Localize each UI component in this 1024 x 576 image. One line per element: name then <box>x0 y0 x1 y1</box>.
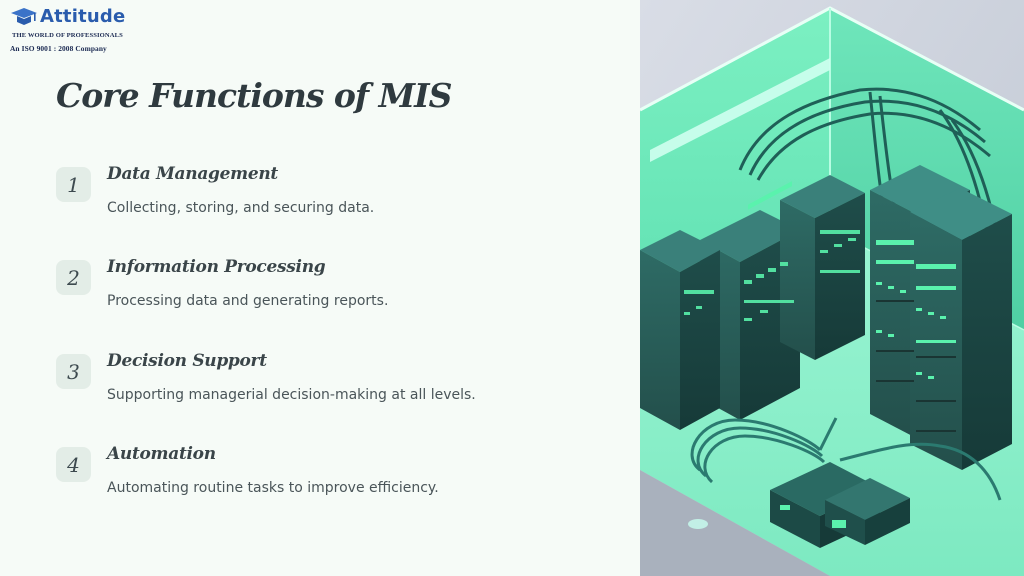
item-title: Data Management <box>107 164 278 184</box>
item-description: Collecting, storing, and securing data. <box>107 200 375 216</box>
item-description: Automating routine tasks to improve effi… <box>107 480 439 496</box>
server-room-icon <box>640 0 1024 576</box>
content-panel: Attitude The World Of Professionals An I… <box>10 6 616 514</box>
item-title: Information Processing <box>107 257 326 277</box>
logo-iso: An ISO 9001 : 2008 Company <box>10 44 107 53</box>
item-description: Supporting managerial decision-making at… <box>107 387 476 403</box>
function-item-4: 4 Automation Automating routine tasks to… <box>56 444 616 514</box>
function-item-1: 1 Data Management Collecting, storing, a… <box>56 164 616 234</box>
server-room-illustration <box>640 0 1024 576</box>
number-badge: 4 <box>56 447 91 482</box>
logo-name: Attitude <box>40 6 126 27</box>
graduation-cap-icon <box>11 8 37 25</box>
item-title: Automation <box>107 444 216 464</box>
function-item-2: 2 Information Processing Processing data… <box>56 257 616 327</box>
number-badge: 3 <box>56 354 91 389</box>
number-badge: 1 <box>56 167 91 202</box>
item-title: Decision Support <box>107 351 267 371</box>
company-logo: Attitude The World Of Professionals An I… <box>10 6 135 54</box>
number-badge: 2 <box>56 260 91 295</box>
item-description: Processing data and generating reports. <box>107 293 389 309</box>
logo-tagline: The World Of Professionals <box>12 32 123 39</box>
page-title: Core Functions of MIS <box>56 76 452 115</box>
function-item-3: 3 Decision Support Supporting managerial… <box>56 351 616 421</box>
